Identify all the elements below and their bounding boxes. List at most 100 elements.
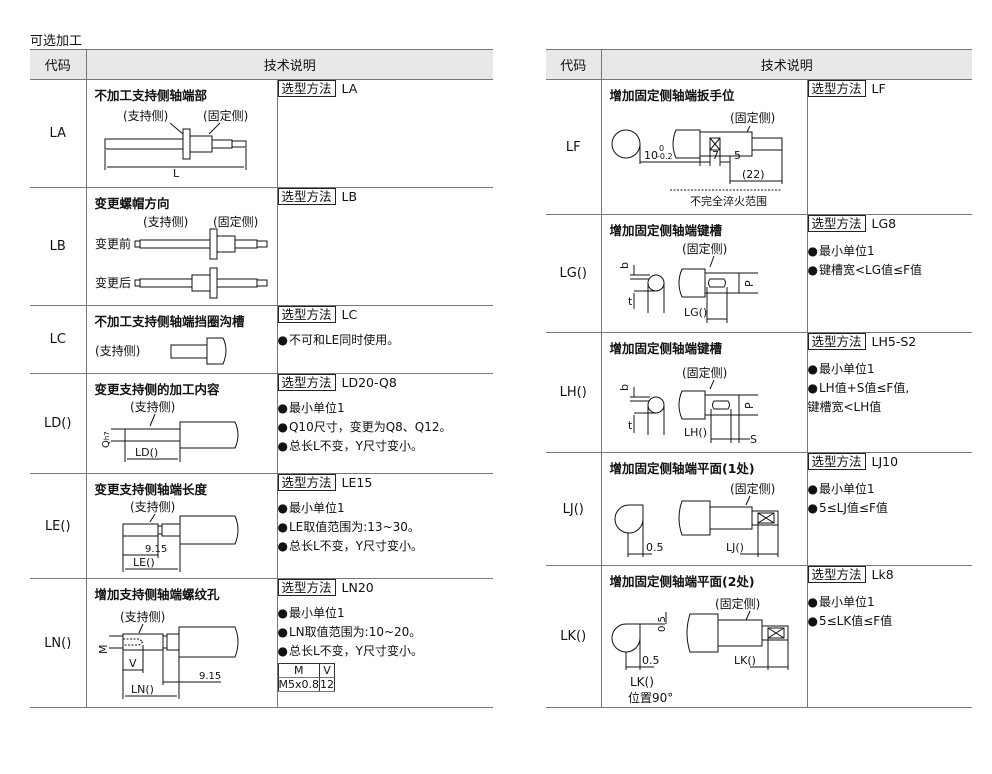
fixed-side-label: (固定侧) [682, 241, 727, 256]
column-header-code: 代码 [546, 49, 601, 80]
selection-method-label: 选型方法 [277, 80, 336, 97]
note-item: 最小单位1 [808, 360, 973, 379]
figure-cell: 不加工支持侧轴端部 (支持侧) (固定侧) L [85, 79, 277, 188]
note-item: 5≤LJ值≤F值 [808, 499, 973, 518]
fixed-side-label: (固定侧) [730, 110, 775, 125]
figure-cell: 不加工支持侧轴端挡圈沟槽 (支持侧) [85, 305, 277, 374]
note-item: 总长L不变，Y尺寸变小。 [278, 437, 494, 456]
option-code: LD() [30, 373, 86, 474]
keyway-diagram: (固定侧) b t P LG() [618, 241, 758, 323]
dimension-LN: LN() [131, 683, 154, 696]
option-code: LN() [30, 578, 86, 708]
dimension-b: b [618, 384, 631, 391]
figure-title: 变更螺帽方向 [94, 196, 170, 211]
support-side-label: (支持侧) [143, 214, 188, 229]
table-row: LN() 增加支持侧轴端螺纹孔 (支持侧) M V [30, 578, 494, 708]
figure-cell: 增加支持侧轴端螺纹孔 (支持侧) M V 9.15 [85, 578, 277, 708]
selection-method-label: 选型方法 [277, 188, 336, 205]
figure-title: 变更支持侧轴端长度 [94, 482, 208, 497]
selection-method-value: LN20 [341, 580, 374, 595]
selection-method-value: LF [871, 81, 886, 96]
caption-incomplete-quench: 不完全淬火范围 [690, 194, 767, 208]
option-code: LB [30, 187, 86, 306]
after-change-label: 变更后 [95, 275, 131, 290]
table-row: LB 变更螺帽方向 (支持侧) (固定侧) 变更前 变更后 [30, 187, 494, 306]
selection-method-label: 选型方法 [807, 453, 866, 470]
dimension-V: V [129, 657, 137, 670]
note-item: Q10尺寸，变更为Q8、Q12。 [278, 418, 494, 437]
dimension-M: M [97, 645, 110, 655]
table-row: LF 增加固定侧轴端扳手位 (固定侧) 10 [546, 79, 973, 215]
selection-method-label: 选型方法 [277, 306, 336, 323]
nut-direction-diagram: (支持侧) (固定侧) 变更前 变更后 [95, 214, 267, 299]
selection-method-label: 选型方法 [807, 215, 866, 232]
left-options-table: 代码 技术说明 LA 不加工支持侧轴端部 (支持侧) (固定侧) [30, 49, 494, 708]
dimension-b: b [618, 262, 631, 269]
option-code: LH() [546, 332, 601, 453]
support-side-label: (支持侧) [120, 609, 165, 624]
note-item: 最小单位1 [278, 399, 494, 418]
dimension-9-15: 9.15 [145, 544, 167, 555]
mv-header-m: M [277, 663, 320, 678]
support-length-diagram: (支持侧) 9.15 LE() [122, 499, 238, 572]
dimension-t: t [628, 419, 633, 432]
figure-cell: 变更支持侧轴端长度 (支持侧) 9.15 LE() [85, 473, 277, 579]
support-side-label: (支持侧) [130, 399, 175, 414]
figure-title: 增加固定侧轴端平面(1处) [609, 461, 755, 476]
figure-title: 增加固定侧轴端扳手位 [609, 88, 735, 103]
option-code: LE() [30, 473, 86, 579]
note-item: 总长L不变，Y尺寸变小。 [278, 642, 494, 661]
dimension-LK: LK() [734, 654, 756, 667]
figure-cell: 增加固定侧轴端平面(2处) (固定侧) 0.5 0.5 [600, 565, 807, 708]
selection-method-value: LH5-S2 [871, 334, 917, 349]
dimension-LH: LH() [684, 426, 707, 439]
dimension-LJ: LJ() [726, 541, 744, 554]
table-row: LK() 增加固定侧轴端平面(2处) (固定侧) 0.5 0.5 [546, 565, 973, 708]
selection-method-value: Lk8 [871, 567, 894, 582]
note-item: 最小单位1 [808, 480, 973, 499]
selection-method-value: LJ10 [871, 454, 899, 469]
figure-title: 增加固定侧轴端键槽 [609, 341, 723, 356]
selection-method-label: 选型方法 [277, 374, 336, 391]
description-cell: 选型方法 LF [806, 79, 973, 215]
fixed-side-label: (固定侧) [682, 365, 727, 380]
option-code: LG() [546, 214, 601, 333]
lk-note-position: 位置90° [628, 690, 673, 705]
note-item: LE取值范围为:13~30。 [278, 518, 494, 537]
selection-method-value: LB [341, 189, 358, 204]
selection-method-label: 选型方法 [277, 474, 336, 491]
figure-title: 增加固定侧轴端键槽 [609, 223, 723, 238]
selection-method-label: 选型方法 [807, 80, 866, 97]
tolerance-lower: -0.2 [657, 152, 673, 161]
single-flat-diagram: (固定侧) 0.5 LJ() [614, 481, 778, 557]
dimension-LE: LE() [133, 556, 155, 569]
selection-method-label: 选型方法 [807, 566, 866, 583]
mv-header-v: V [319, 663, 335, 678]
dimension-0-5: 0.5 [642, 654, 660, 667]
dimension-Q: Qh7 [101, 431, 112, 448]
figure-title: 增加支持侧轴端螺纹孔 [94, 587, 220, 602]
fixed-side-label: (固定侧) [213, 214, 258, 229]
dimension-7: 7 [712, 149, 719, 162]
fixed-side-label: (固定侧) [203, 108, 248, 123]
dimension-22: (22) [742, 168, 765, 181]
dimension-0-5: 0.5 [646, 541, 664, 554]
dimension-t: t [628, 295, 633, 308]
figure-cell: 增加固定侧轴端键槽 (固定侧) b t P [600, 332, 807, 453]
figure-cell: 增加固定侧轴端键槽 (固定侧) b t P [600, 214, 807, 333]
option-code: LJ() [546, 452, 601, 566]
note-item: 最小单位1 [808, 593, 973, 612]
column-header-description: 技术说明 [600, 49, 973, 80]
dimension-LG: LG() [684, 306, 707, 319]
dimension-S: S [750, 433, 757, 446]
mv-value-v: 12 [319, 677, 335, 692]
thread-hole-diagram: (支持侧) M V 9.15 LN() [97, 609, 238, 699]
dimension-LD: LD() [135, 446, 158, 459]
